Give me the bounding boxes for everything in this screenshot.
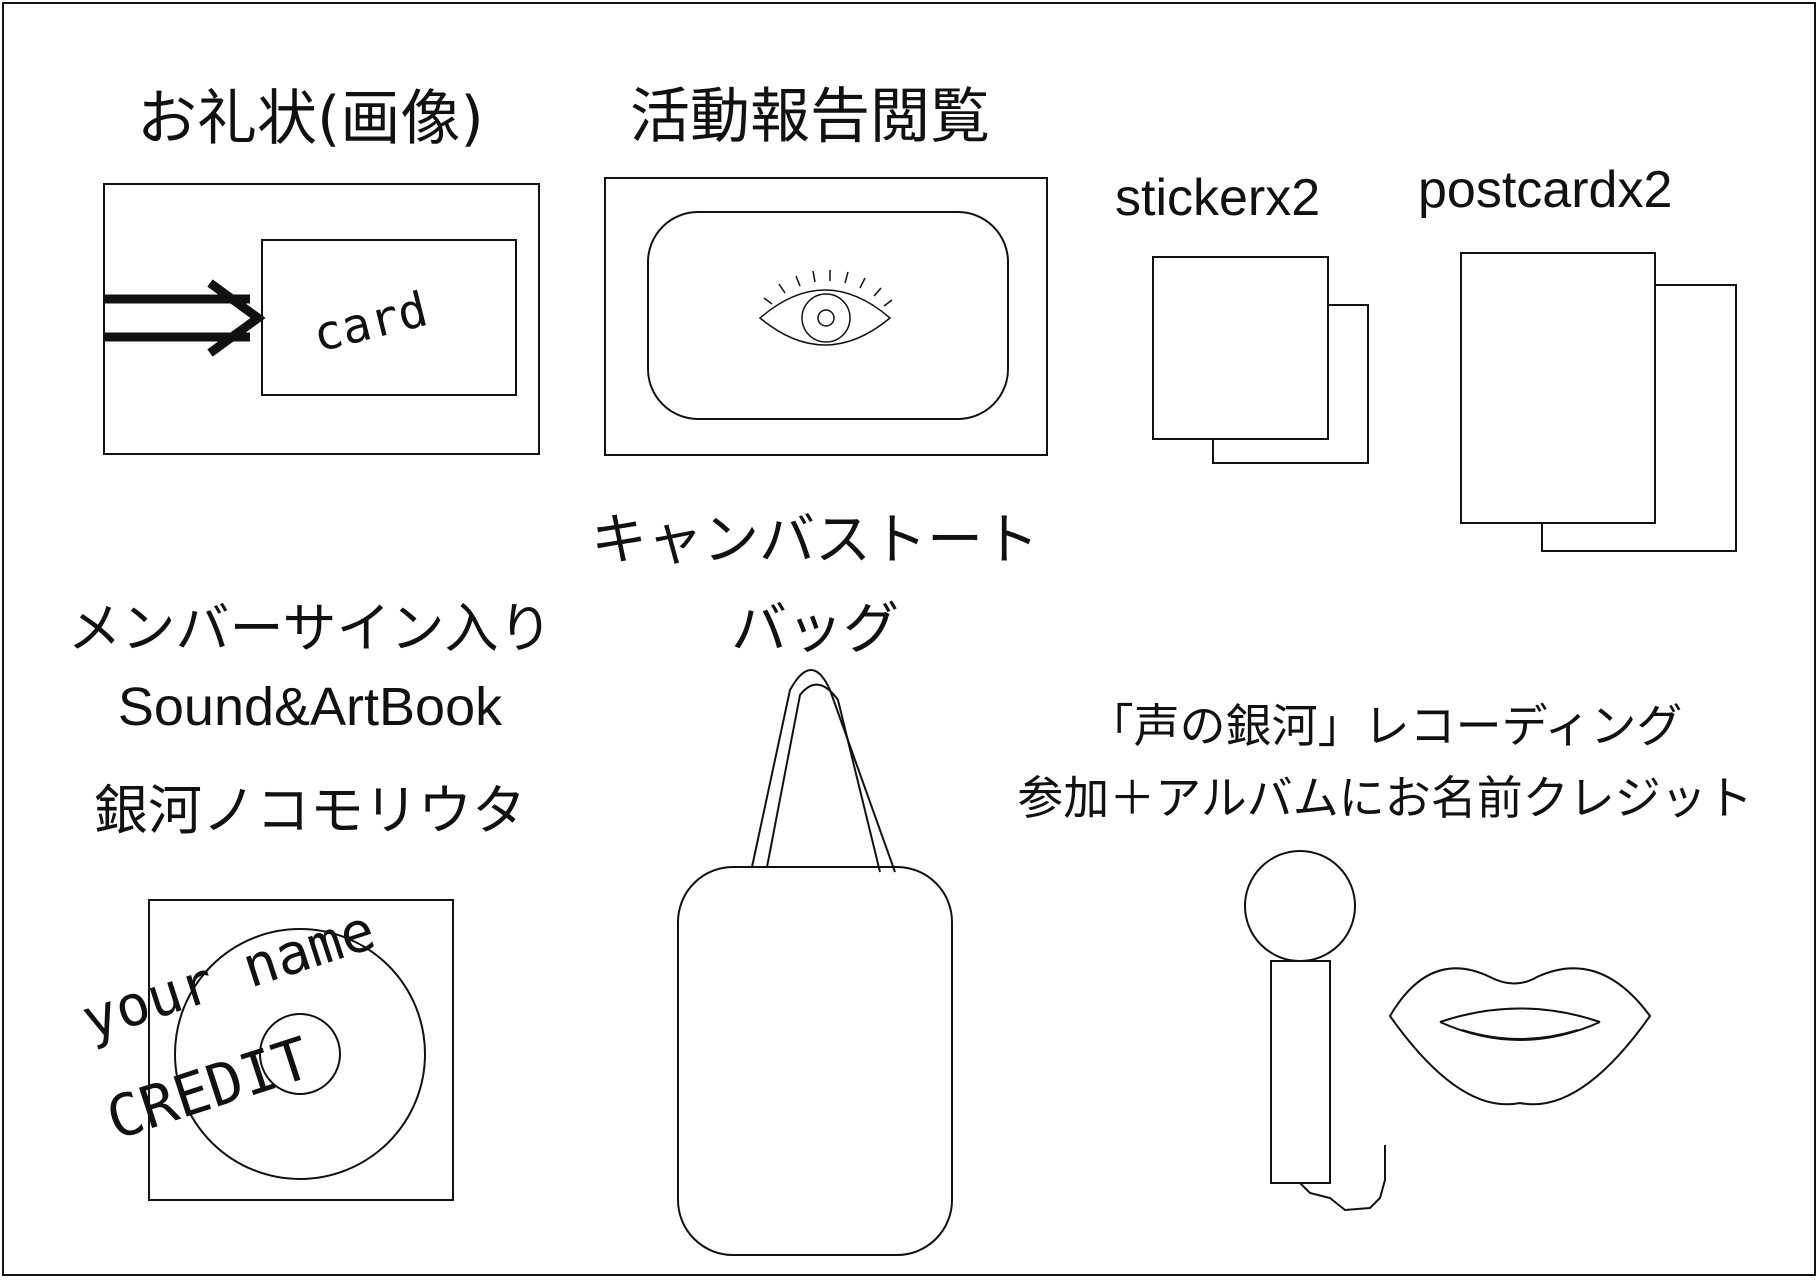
label-recording-line2: 参加＋アルバムにお名前クレジット bbox=[1017, 771, 1753, 825]
credit-handwriting-credit: CREDIT bbox=[98, 1024, 318, 1153]
report-outer-box bbox=[604, 177, 1048, 456]
tablet-screen bbox=[647, 211, 1009, 420]
card-handwriting: card bbox=[307, 281, 433, 363]
arrow-icon bbox=[104, 279, 266, 357]
label-report: 活動報告閲覧 bbox=[630, 82, 990, 152]
label-tote-line2: バッグ bbox=[731, 597, 899, 662]
label-tote-line1: キャンバストート bbox=[591, 508, 1039, 573]
postcard-front bbox=[1460, 252, 1656, 524]
tote-bag-icon bbox=[677, 669, 953, 1256]
sticker-front bbox=[1152, 256, 1329, 440]
credit-handwriting-name: your name bbox=[74, 898, 383, 1054]
label-sticker: stickerx2 bbox=[1115, 169, 1321, 227]
label-book-line3: 銀河ノコモリウタ bbox=[94, 779, 526, 842]
label-book-line2: Sound&ArtBook bbox=[117, 677, 503, 737]
cd-case bbox=[148, 899, 454, 1201]
microphone-icon bbox=[1244, 850, 1386, 1212]
label-book-line1: メンバーサイン入り bbox=[67, 597, 553, 660]
lips-icon bbox=[1388, 967, 1652, 1106]
cd-icon bbox=[174, 928, 426, 1180]
label-thank-you: お礼状(画像) bbox=[137, 84, 484, 154]
thank-you-outer-box bbox=[103, 183, 540, 455]
label-postcard: postcardx2 bbox=[1418, 161, 1673, 219]
eye-icon bbox=[758, 270, 893, 346]
label-recording-line1: 「声の銀河」レコーディング bbox=[1087, 699, 1683, 753]
